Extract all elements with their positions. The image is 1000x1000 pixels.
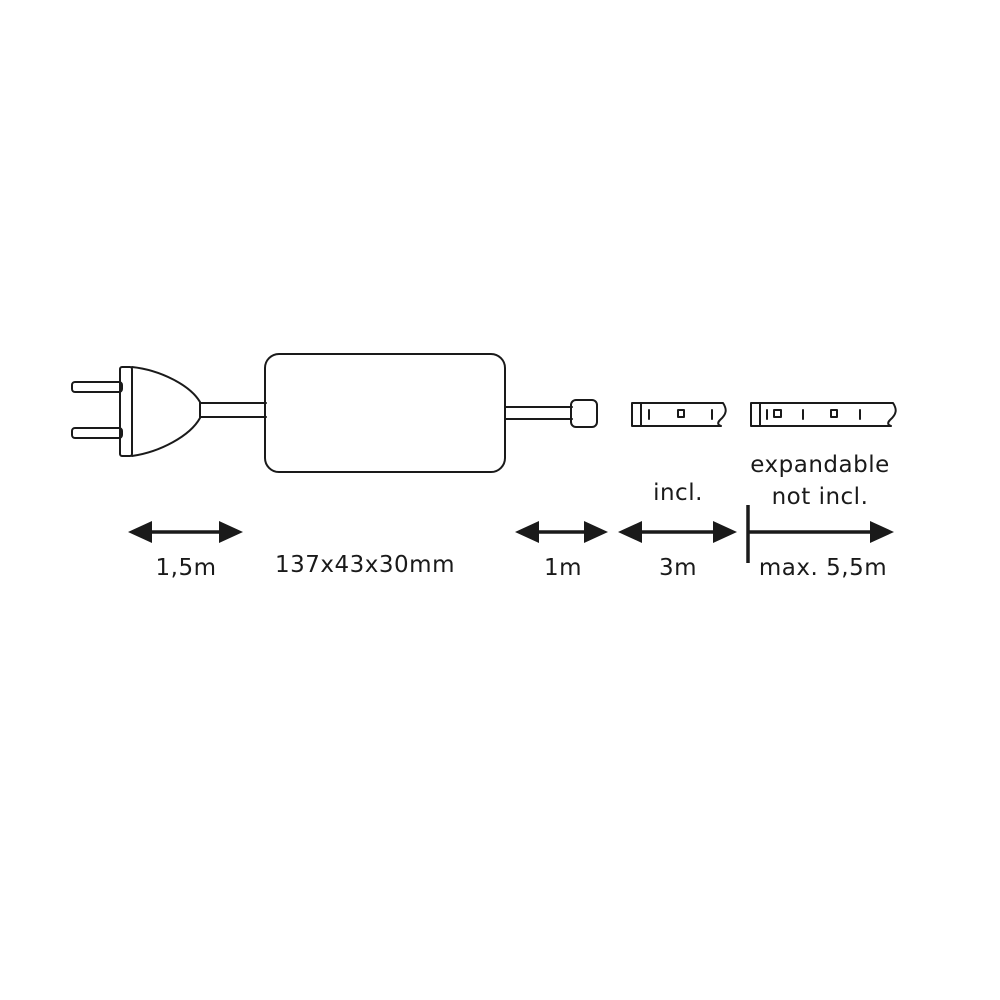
led-strip-included bbox=[631, 402, 727, 427]
plug-cable-length-arrow bbox=[128, 521, 243, 543]
plug-cable-length-label: 1,5m bbox=[156, 555, 217, 581]
expansion-max-length-arrow bbox=[746, 505, 894, 563]
expansion-max-length-label: max. 5,5m bbox=[759, 555, 887, 581]
strip-included-length-label: 3m bbox=[659, 555, 697, 581]
power-plug-icon bbox=[71, 366, 201, 457]
strip-included-length-arrow bbox=[618, 521, 737, 543]
driver-box bbox=[264, 353, 506, 473]
expansion-tag-line1: expandable bbox=[750, 452, 889, 478]
driver-dimensions-label: 137x43x30mm bbox=[275, 552, 455, 578]
feed-cable-length-label: 1m bbox=[544, 555, 582, 581]
expansion-tag-line2: not incl. bbox=[772, 484, 869, 510]
feed-cable-length-arrow bbox=[515, 521, 608, 543]
led-strip-expansion bbox=[750, 402, 897, 427]
mains-cable bbox=[199, 402, 267, 418]
feed-cable bbox=[504, 406, 573, 420]
strip-connector bbox=[570, 399, 598, 428]
strip-included-tag: incl. bbox=[653, 480, 703, 506]
